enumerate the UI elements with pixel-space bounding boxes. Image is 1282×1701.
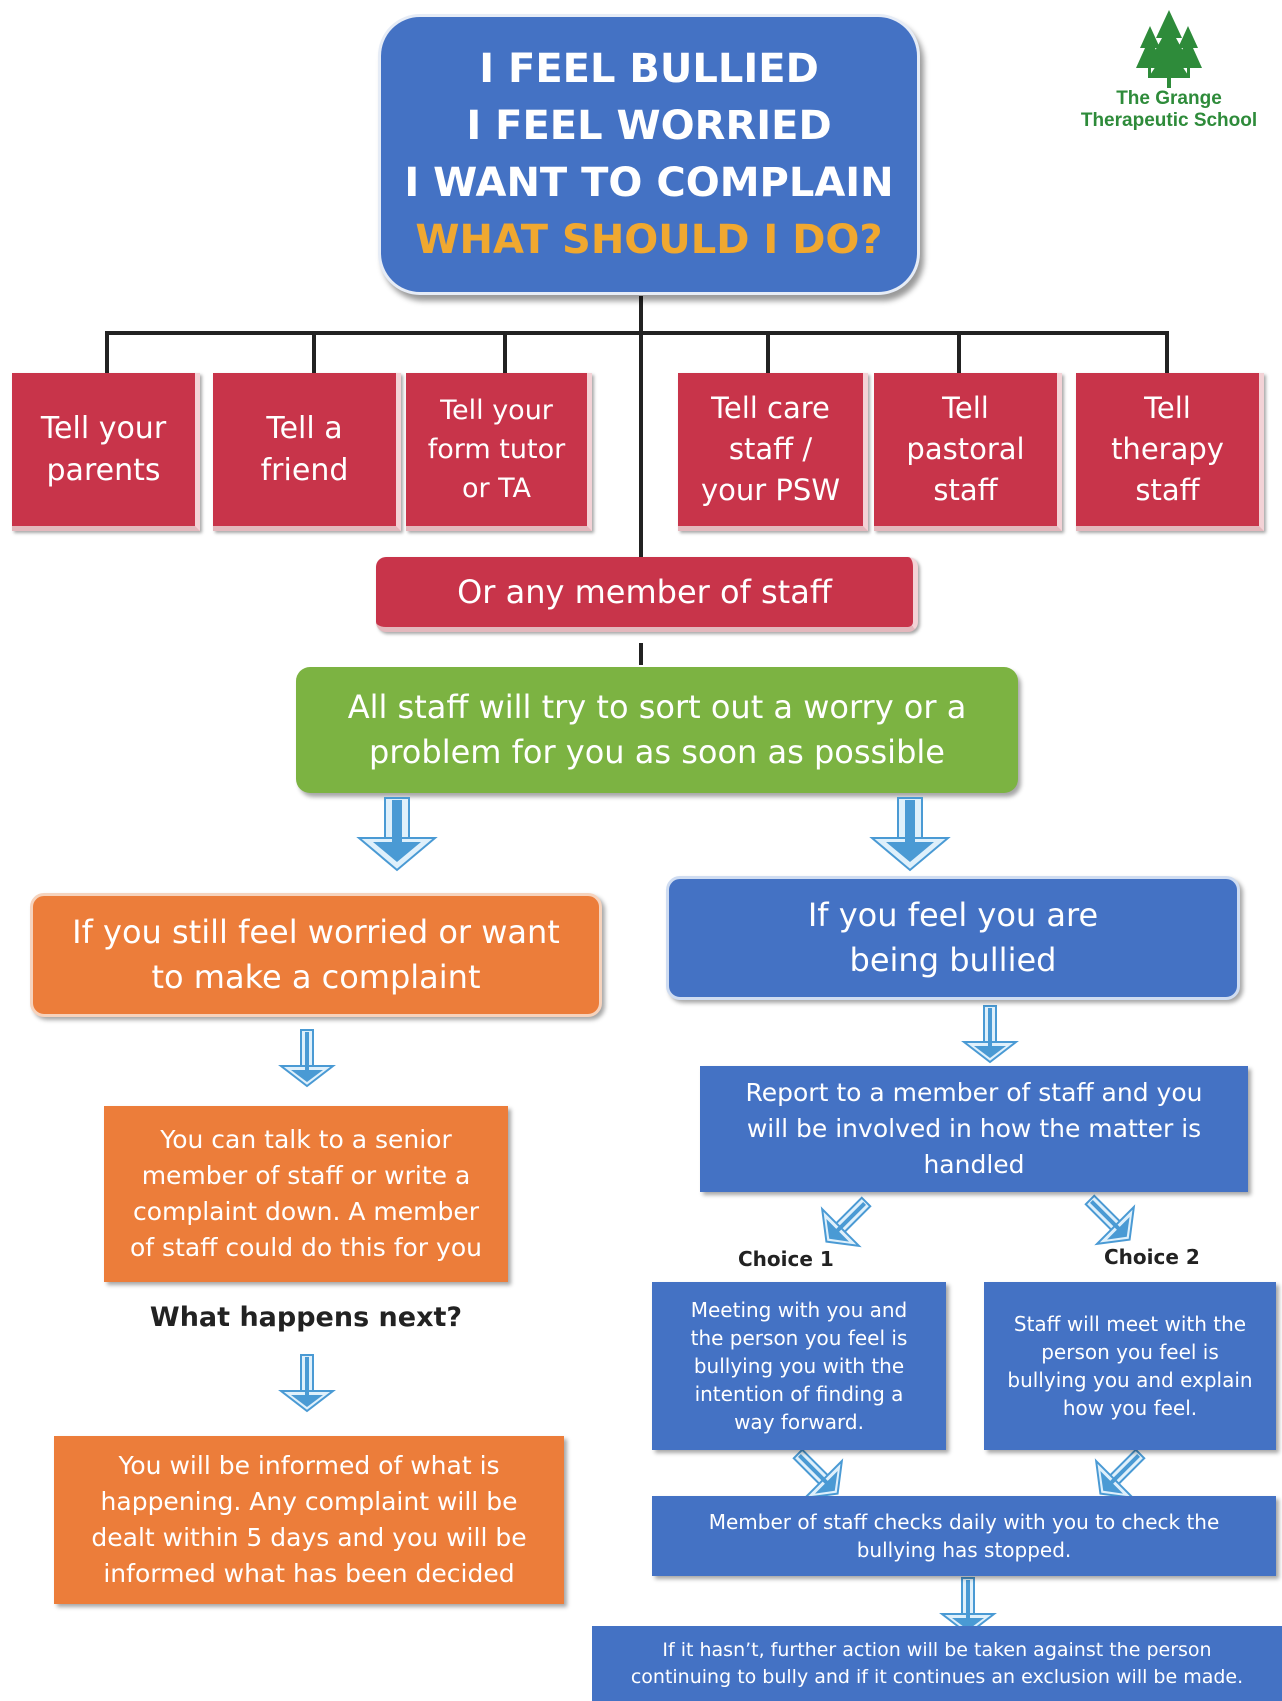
- what-happens-next: What happens next?: [149, 1302, 463, 1333]
- title-line-3: I WANT TO COMPLAIN: [404, 159, 894, 206]
- daily-check-box: Member of staff checks daily with you to…: [652, 1496, 1276, 1576]
- tell-pastoral-box: Tell pastoral staff: [874, 373, 1062, 531]
- arrow-left-step2: [280, 1354, 334, 1412]
- tree-drop-friend: [312, 331, 316, 373]
- choice2-box: Staff will meet with the person you feel…: [984, 1282, 1276, 1450]
- choice1-label: Choice 1: [738, 1247, 834, 1271]
- tell-tutor-box: Tell your form tutor or TA: [406, 373, 592, 531]
- tell-therapy-box: Tell therapy staff: [1076, 373, 1264, 531]
- tree-drop-care: [766, 331, 770, 373]
- title-line-2: I FEEL WORRIED: [466, 102, 832, 149]
- tree-logo-icon: [1136, 10, 1202, 88]
- tell-friend-box: Tell a friend: [213, 373, 401, 531]
- title-box: I FEEL BULLIED I FEEL WORRIED I WANT TO …: [378, 14, 920, 295]
- school-name-line-1: The Grange: [1116, 88, 1222, 109]
- tree-drop-pastoral: [957, 331, 961, 373]
- tell-care-staff-box: Tell care staff / your PSW: [678, 373, 868, 531]
- title-question: WHAT SHOULD I DO?: [415, 216, 883, 263]
- school-logo: The Grange Therapeutic School: [1056, 8, 1282, 138]
- arrow-to-right-branch: [871, 797, 949, 871]
- right-branch-header: If you feel you are being bullied: [666, 876, 1240, 1000]
- left-step1-box: You can talk to a senior member of staff…: [104, 1106, 508, 1282]
- tell-parents-box: Tell your parents: [12, 373, 200, 531]
- tree-connector-any-staff: [639, 643, 643, 665]
- school-name-line-2: Therapeutic School: [1080, 110, 1258, 131]
- left-branch-header: If you still feel worried or want to mak…: [30, 893, 602, 1017]
- choice2-label: Choice 2: [1104, 1245, 1200, 1269]
- all-staff-box: All staff will try to sort out a worry o…: [296, 667, 1018, 793]
- tree-horizontal-line: [105, 331, 1169, 335]
- report-box: Report to a member of staff and you will…: [700, 1066, 1248, 1192]
- further-action-box: If it hasn’t, further action will be tak…: [592, 1626, 1282, 1701]
- any-staff-box: Or any member of staff: [376, 557, 918, 632]
- arrow-right-report: [963, 1005, 1017, 1063]
- choice1-box: Meeting with you and the person you feel…: [652, 1282, 946, 1450]
- title-line-1: I FEEL BULLIED: [479, 45, 819, 92]
- arrow-left-step1: [280, 1029, 334, 1087]
- tree-drop-tutor: [503, 331, 507, 373]
- tree-drop-parents: [105, 331, 109, 373]
- arrow-to-left-branch: [358, 797, 436, 871]
- tree-drop-therapy: [1165, 331, 1169, 373]
- tree-trunk-line: [639, 296, 643, 558]
- left-step2-box: You will be informed of what is happenin…: [54, 1436, 564, 1604]
